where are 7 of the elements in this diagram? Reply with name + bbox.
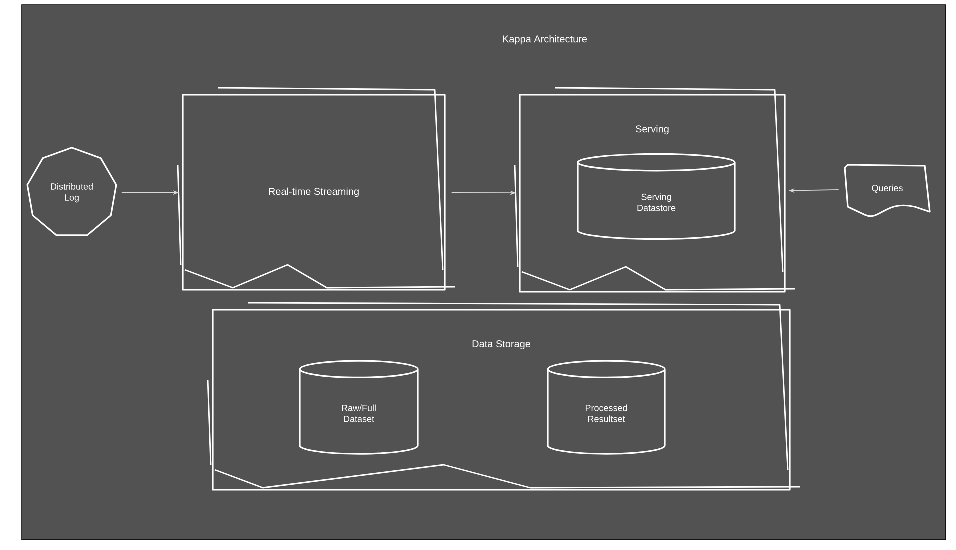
diagram-title: Kappa Architecture (503, 35, 588, 45)
process-box: Real-time Streaming (177, 87, 456, 291)
log-octagon: Distributed Log (26, 147, 118, 236)
queries-box: Queries (844, 164, 931, 218)
datastore-cylinder: Processed Resultset (547, 360, 666, 455)
datastore-cylinder: Raw/Full Dataset (299, 360, 419, 455)
datastore-cylinder: Serving Datastore (577, 153, 736, 240)
